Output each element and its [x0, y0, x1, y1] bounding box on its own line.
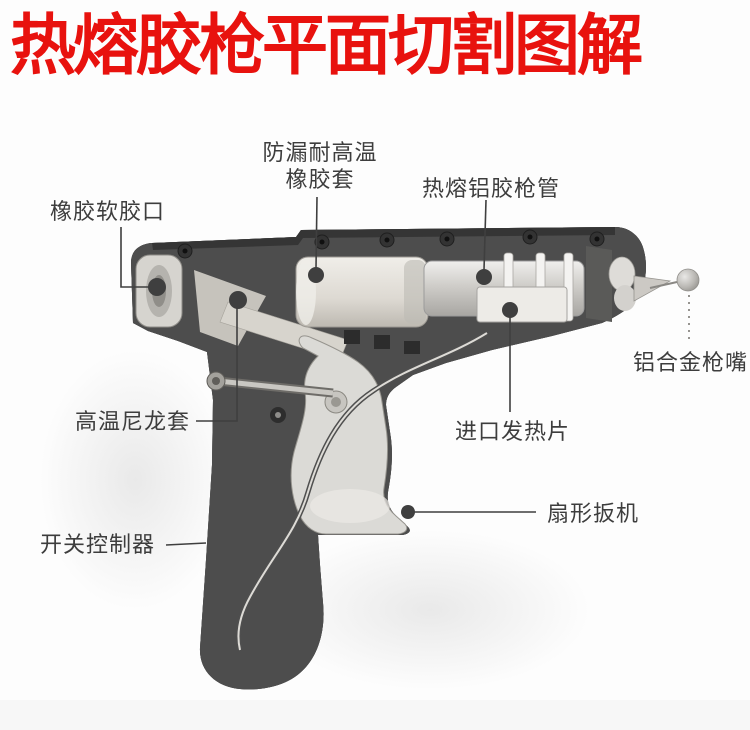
label-soft-mouth: 橡胶软胶口: [50, 199, 166, 224]
screw-icon: [379, 232, 395, 248]
label-heater: 进口发热片: [455, 419, 571, 444]
trigger-bell-highlight: [310, 489, 390, 523]
screw-icon: [177, 243, 193, 259]
nozzle-assembly: [586, 246, 700, 322]
label-trigger: 扇形扳机: [547, 501, 640, 526]
gun-body: [131, 227, 646, 690]
leader-soft-mouth: [120, 227, 149, 288]
label-switch: 开关控制器: [40, 532, 156, 557]
screw-icon: [522, 229, 538, 245]
dot-nylon-sleeve: [229, 291, 247, 309]
glue-drop: [676, 268, 700, 292]
top-rail: [152, 227, 615, 250]
background-shading: [0, 350, 750, 730]
dot-trigger: [401, 505, 415, 519]
sleeve-shade: [404, 260, 426, 324]
label-sealing-sleeve: 防漏耐高温 橡胶套: [250, 139, 390, 193]
screw-icon: [314, 234, 330, 250]
power-cord: [235, 330, 489, 651]
label-alloy-nozzle: 铝合金枪嘴: [633, 350, 749, 375]
glue-drip-line: [649, 281, 678, 289]
body-detail: [404, 341, 420, 354]
label-nylon-sleeve: 高温尼龙套: [75, 409, 191, 434]
leader-lines: [120, 196, 690, 546]
label-sealing-sleeve-line1: 防漏耐高温: [262, 140, 378, 165]
trigger-assembly: [290, 335, 408, 535]
handle-pivot-hole: [275, 412, 281, 418]
screw-icon: [439, 231, 455, 247]
dot-soft-mouth: [148, 278, 166, 296]
body-detail: [374, 335, 390, 349]
dot-sealing-sleeve: [308, 267, 324, 283]
bolt-center: [212, 377, 220, 385]
dot-barrel: [476, 269, 492, 285]
heater-part: [476, 286, 568, 323]
trigger-pivot-hole: [331, 397, 341, 407]
trigger-part: [290, 335, 408, 535]
cord-core: [237, 332, 488, 651]
connector-dots: [148, 267, 518, 519]
body-detail: [344, 330, 360, 344]
screw-icon: [589, 231, 605, 247]
nozzle-bump: [614, 285, 636, 311]
rail-screws: [177, 229, 605, 259]
leader-nylon-sleeve: [196, 306, 238, 422]
page-title: 热熔胶枪平面切割图解: [10, 8, 643, 82]
label-sealing-sleeve-line2: 橡胶套: [285, 167, 355, 192]
dot-heater: [502, 302, 518, 318]
leader-barrel: [483, 199, 487, 271]
nozzle-flange: [586, 246, 612, 322]
leader-switch: [165, 542, 207, 546]
label-barrel: 热熔铝胶枪管: [422, 176, 561, 201]
leader-sealing-sleeve: [315, 196, 318, 269]
